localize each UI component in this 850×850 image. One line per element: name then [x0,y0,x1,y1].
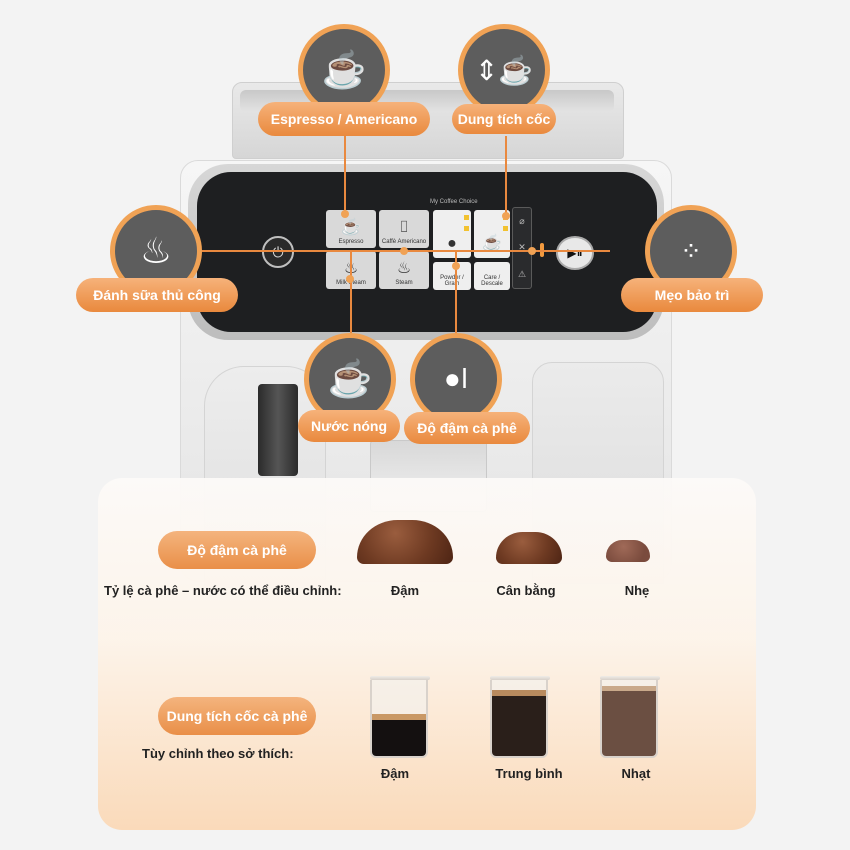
connector-espresso [344,136,346,214]
tile-care[interactable]: Care / Descale [474,262,510,290]
maintenance-dots-icon: ⁘ [680,235,702,266]
volume-callout-circle: ⇕☕ [458,24,550,116]
bean-small-icon: ● [447,235,457,252]
tile-label: Care / Descale [481,275,503,287]
espresso-callout-circle: ☕ [298,24,390,116]
volume-level-strong: Đậm [380,766,410,781]
steam-wand [258,384,298,476]
milk-pill: Đánh sữa thủ công [76,278,238,312]
power-icon: ⏻ [272,244,283,261]
espresso-pill: Espresso / Americano [258,102,430,136]
maintenance-pill: Mẹo bảo trì [621,278,763,312]
connector-dot [341,210,349,218]
strength-caption: Tỷ lệ cà phê – nước có thể điều chỉnh: [104,583,342,598]
tile-label: Caffè Americano [381,239,427,245]
steam-hand-icon: ♨ [139,230,173,271]
hot-water-pill: Nước nóng [298,410,400,442]
start-button[interactable]: ▶⏸ [556,236,594,270]
connector-dot [502,212,510,220]
connector-volume [505,136,507,216]
tile-label: Steam [395,280,413,286]
tile-steam[interactable]: ♨ Steam [379,251,429,289]
volume-pill: Dung tích cốc [452,104,556,134]
connector-dot [528,247,536,255]
strength-level-balanced: Cân bằng [496,583,556,598]
connector-dot [400,247,408,255]
strength-level-strong: Đậm [390,583,420,598]
connector-strength [455,252,457,340]
cup-volume-icon: ⇕☕ [474,54,534,86]
volume-level-light: Nhạt [621,766,651,781]
volume-section-pill: Dung tích cốc cà phê [158,697,316,735]
level-indicator [503,226,508,231]
steam-small-icon: ♨ [396,260,412,277]
connector-dot [346,275,354,283]
hot-water-cup-icon: ☕ [327,358,373,399]
volume-caption: Tùy chỉnh theo sở thích: [142,746,294,761]
hot-water-callout-circle: ☕ [304,333,396,425]
panel-title: My Coffee Choice [430,199,478,205]
filter-icon: ✕ [518,242,526,253]
ground-coffee-balanced [496,532,562,564]
strength-pill: Độ đậm cà phê [404,412,530,444]
alert-icon: ⚠ [517,269,527,280]
tile-espresso[interactable]: ☕ Espresso [326,210,376,248]
strength-section-pill: Độ đậm cà phê [158,531,316,569]
glass-strong [370,676,430,758]
ground-coffee-light [606,540,650,562]
strength-level-light: Nhẹ [624,583,650,598]
connector-dot [452,262,460,270]
power-button[interactable]: ⏻ [262,236,294,268]
water-warning-icon: ⌀ [519,215,525,226]
glass-light [600,676,660,758]
tile-americano[interactable]: ⌷ Caffè Americano [379,210,429,248]
ground-coffee-strong [357,520,453,564]
tile-label: Espresso [338,239,364,245]
tile-label: Powder / Grain [440,275,464,287]
level-indicator [464,215,469,220]
level-indicator [464,226,469,231]
connector-hot-water [350,251,352,336]
glass-medium [490,676,550,758]
volume-level-medium: Trung bình [495,766,563,781]
cup-small-icon: ⌷ [399,219,409,236]
start-icon: ▶⏸ [567,245,583,260]
bean-strength-icon: ●ǀ [443,363,469,394]
espresso-cup-icon: ☕ [321,49,367,90]
cup-volume-small-icon: ☕ [482,235,502,252]
espresso-small-icon: ☕ [341,219,361,236]
